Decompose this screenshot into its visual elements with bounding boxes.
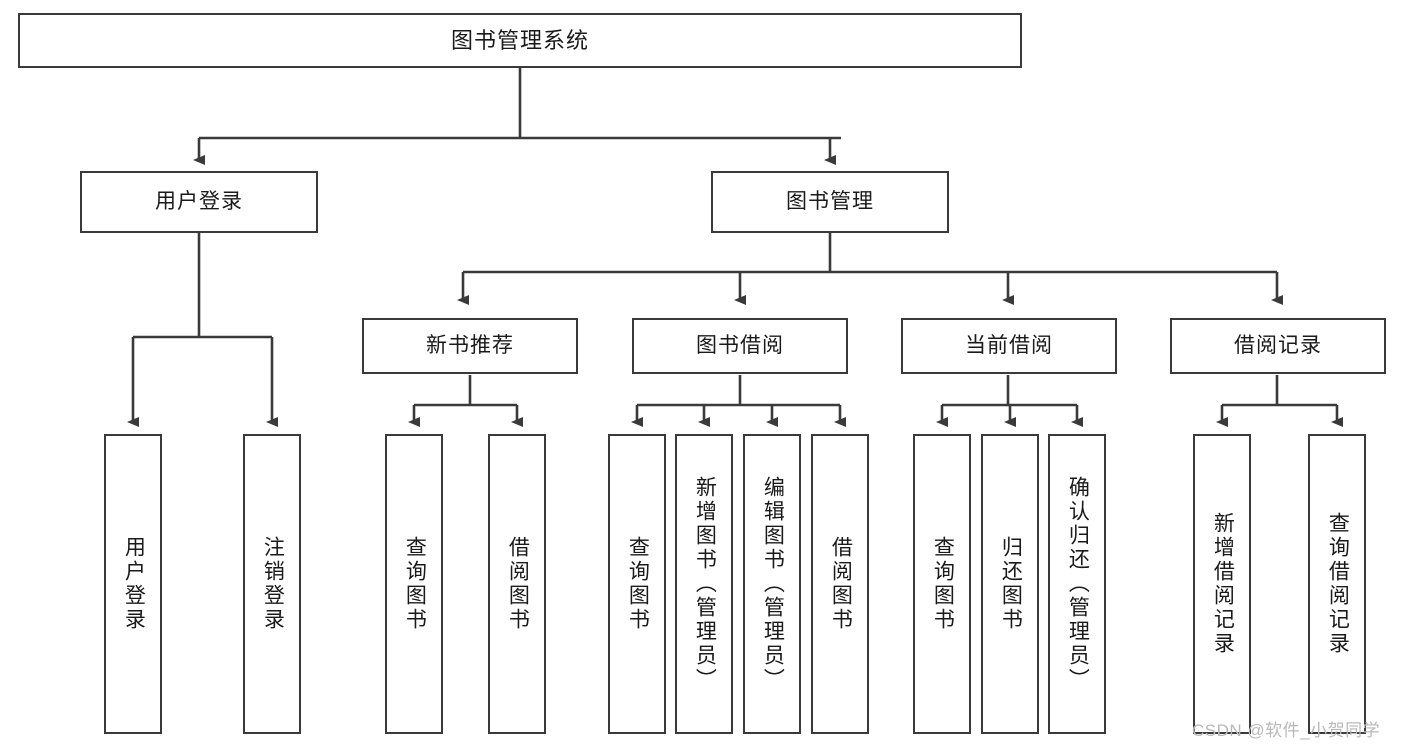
node-root-label: 图书管理系统 [450, 27, 589, 53]
node-borrow-record[interactable]: 借阅记录 [1170, 318, 1386, 374]
leaf-new-book-query[interactable]: 查询图书 [385, 434, 443, 734]
leaf-label: 新增借阅记录 [1211, 512, 1235, 656]
leaf-label: 借阅图书 [829, 536, 853, 632]
leaf-current-borrow-return[interactable]: 归还图书 [981, 434, 1039, 734]
node-current-borrow[interactable]: 当前借阅 [901, 318, 1117, 374]
node-current-borrow-label: 当前借阅 [965, 333, 1053, 357]
node-new-book-recommend[interactable]: 新书推荐 [362, 318, 578, 374]
leaf-label: 注销登录 [261, 536, 285, 632]
leaf-current-borrow-query[interactable]: 查询图书 [913, 434, 971, 734]
leaf-label: 确认归还（管理员） [1066, 476, 1090, 692]
node-root[interactable]: 图书管理系统 [18, 13, 1022, 68]
leaf-label: 新增图书（管理员） [693, 476, 717, 692]
leaf-label: 归还图书 [999, 536, 1023, 632]
node-book-borrow-label: 图书借阅 [696, 333, 784, 357]
node-book-management[interactable]: 图书管理 [711, 171, 949, 233]
leaf-label: 查询借阅记录 [1326, 512, 1350, 656]
node-user-login-label: 用户登录 [155, 189, 243, 213]
leaf-current-borrow-confirm-return[interactable]: 确认归还（管理员） [1048, 434, 1106, 734]
leaf-label: 编辑图书（管理员） [761, 476, 785, 692]
leaf-user-login-login[interactable]: 用户登录 [104, 434, 162, 734]
leaf-label: 用户登录 [122, 536, 146, 632]
node-book-borrow[interactable]: 图书借阅 [632, 318, 848, 374]
leaf-book-borrow-borrow[interactable]: 借阅图书 [811, 434, 869, 734]
leaf-borrow-record-add[interactable]: 新增借阅记录 [1193, 434, 1251, 734]
leaf-label: 查询图书 [626, 536, 650, 632]
leaf-new-book-borrow[interactable]: 借阅图书 [488, 434, 546, 734]
node-book-management-label: 图书管理 [786, 189, 874, 213]
leaf-user-login-logout[interactable]: 注销登录 [243, 434, 301, 734]
node-new-book-recommend-label: 新书推荐 [426, 333, 514, 357]
leaf-book-borrow-edit[interactable]: 编辑图书（管理员） [743, 434, 801, 734]
node-borrow-record-label: 借阅记录 [1234, 333, 1322, 357]
leaf-book-borrow-add[interactable]: 新增图书（管理员） [675, 434, 733, 734]
node-user-login[interactable]: 用户登录 [80, 171, 318, 233]
leaf-book-borrow-query[interactable]: 查询图书 [608, 434, 666, 734]
leaf-label: 借阅图书 [506, 536, 530, 632]
leaf-label: 查询图书 [403, 536, 427, 632]
leaf-borrow-record-query[interactable]: 查询借阅记录 [1308, 434, 1366, 734]
leaf-label: 查询图书 [931, 536, 955, 632]
